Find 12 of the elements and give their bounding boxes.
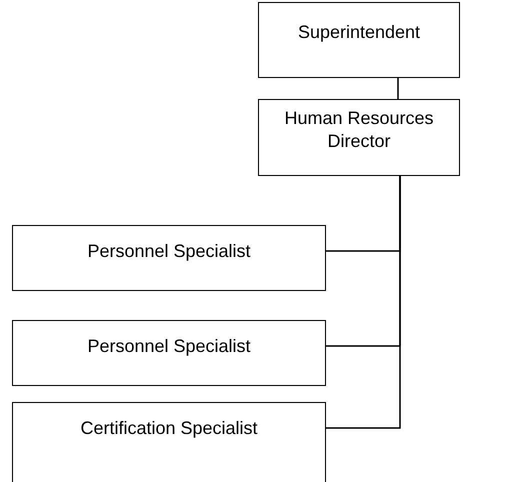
position-box <box>258 2 460 78</box>
connector-line <box>397 78 399 99</box>
position-title: Certification Specialist <box>79 417 259 440</box>
position-box <box>258 99 460 176</box>
position-box <box>12 320 326 386</box>
connector-line <box>326 176 401 429</box>
position-box <box>12 225 326 291</box>
position-title: Personnel Specialist <box>86 335 252 358</box>
position-title: Personnel Specialist <box>86 240 252 263</box>
position-box <box>12 402 326 482</box>
position-title: Superintendent <box>296 21 422 44</box>
position-title: Human Resources Director <box>283 107 435 153</box>
